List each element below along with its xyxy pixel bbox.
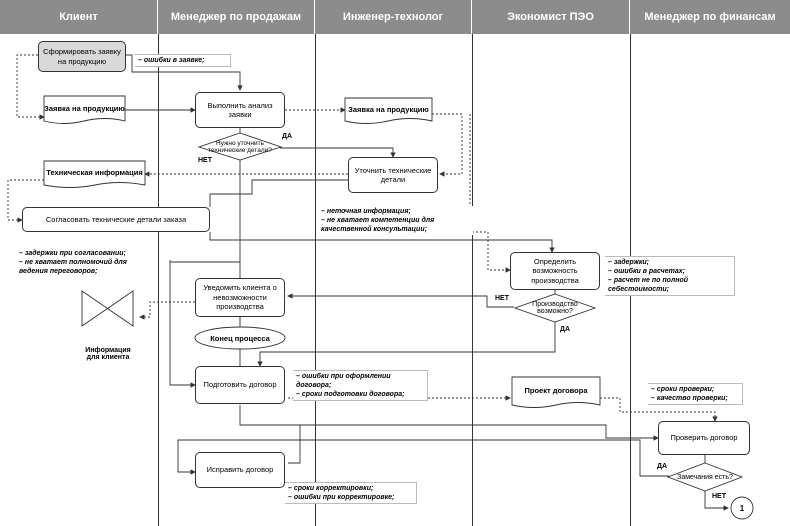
document-shape [43,160,146,188]
label-no: НЕТ [712,493,726,500]
label-yes: ДА [560,326,571,333]
prepare-contract-box: Подготовить договор [195,366,285,404]
decision-remarks-shape [666,462,744,492]
decision-clarify-label: Нужно уточнить технические детали? [208,140,272,154]
end-process-label: Конец процесса [210,333,270,343]
document-shape [344,97,433,124]
tech-info-doc: Техническая информация [46,168,143,177]
client-info-label: Информация для клиента [85,347,131,361]
decision-possible-shape [513,293,597,323]
lane-header-sales: Менеджер по продажам [158,0,315,34]
agree-tech-box: Согласовать технические детали заказа [22,207,210,232]
connector-label: 1 [739,503,745,513]
lane-header-finance: Менеджер по финансам [630,0,790,34]
bowtie-shape [81,290,134,327]
analyze-request-box: Выполнить анализ заявки [195,92,285,128]
determine-possibility-box: Определить возможность производства [510,252,600,290]
clarify-tech-box: Уточнить технические детали [348,157,438,193]
lane-header-client: Клиент [0,0,158,34]
lane-header-engineer: Инженер-технолог [315,0,472,34]
document-shape [511,376,601,408]
end-ellipse [194,326,286,350]
lane-divider [315,34,316,526]
decision-clarify-shape [197,132,283,161]
note-check-issues: – сроки проверки; – качество проверки; [648,383,743,406]
contract-draft-doc: Проект договора [524,386,588,395]
decision-possible-label: Производство возможно? [532,301,578,315]
note-contract-issues: – ошибки при оформлении договора; – срок… [293,370,428,402]
notify-client-box: Уведомить клиента о невозможности произв… [195,278,285,317]
document-shape [43,95,126,124]
lane-header-economist: Экономист ПЭО [472,0,630,34]
request-doc-engineer: Заявка на продукцию [348,105,429,114]
form-request-box: Сформировать заявку на продукцию [38,41,126,72]
note-possibility-issues: – задержки; – ошибки в расчетах; – расче… [605,256,735,297]
note-tech-issues: – неточная информация; – не хватает комп… [318,206,473,236]
decision-remarks-label: Замечания есть? [677,473,733,481]
label-no: НЕТ [495,295,509,302]
note-request-errors: – ошибки в заявке; [135,54,231,68]
fix-contract-box: Исправить договор [195,452,285,488]
check-contract-box: Проверить договор [658,421,750,455]
lane-divider [158,34,159,526]
label-no: НЕТ [198,157,212,164]
label-yes: ДА [282,133,293,140]
label-yes: ДА [657,463,668,470]
connector-circle [730,496,754,520]
note-fix-issues: – сроки корректировки; – ошибки при корр… [285,482,417,505]
lane-divider [472,34,473,526]
note-agree-issues: – задержки при согласовании; – не хватае… [16,248,156,278]
request-doc-client: Заявка на продукцию [44,103,125,113]
